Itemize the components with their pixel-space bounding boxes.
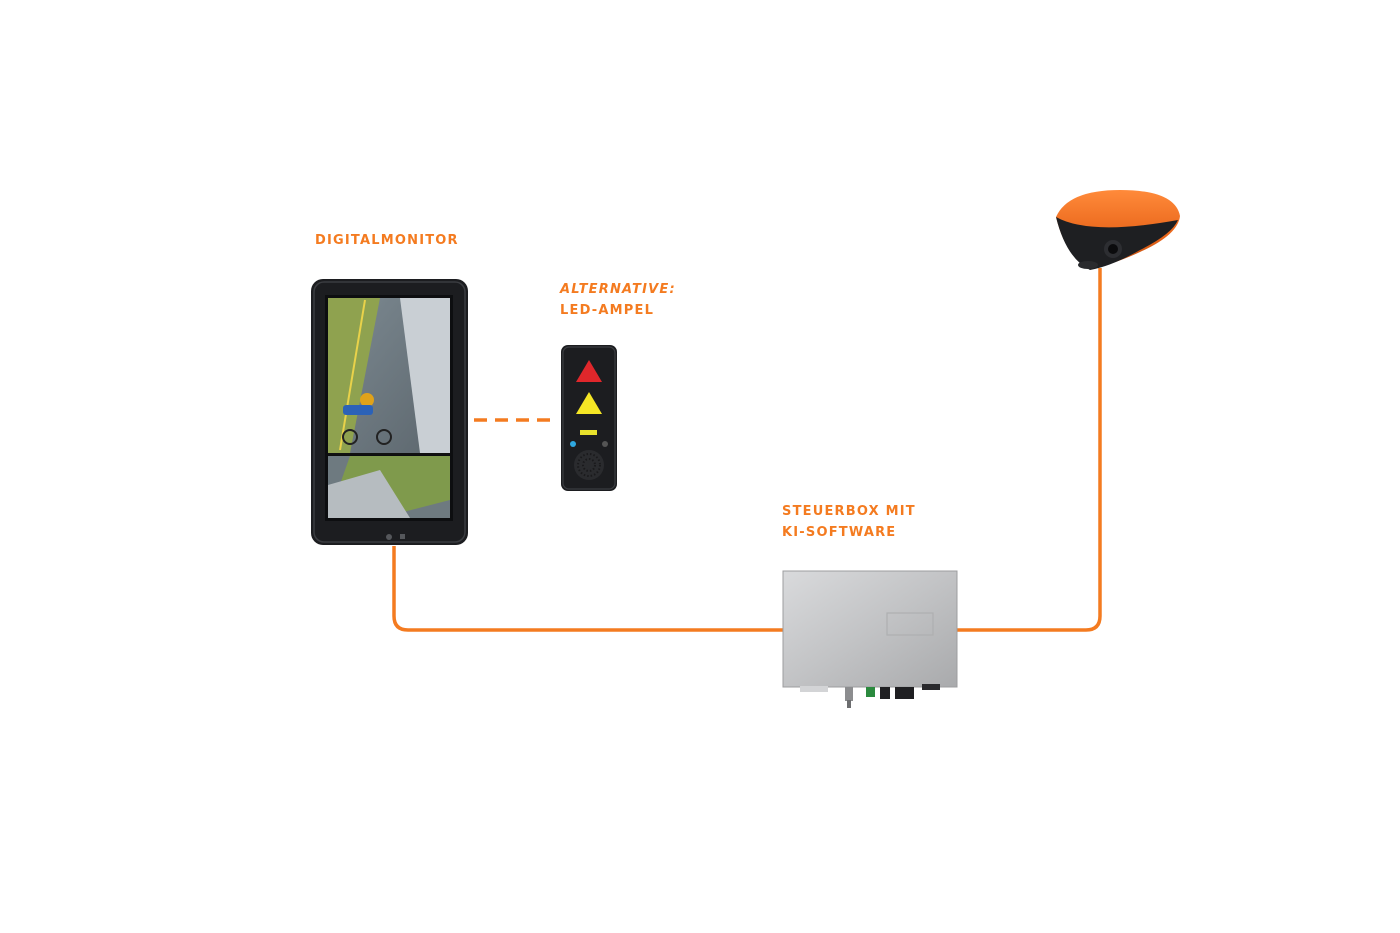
cable-monitor-to-controlbox [392, 546, 783, 632]
led-traffic-light-icon [561, 345, 617, 491]
label-alternative: ALTERNATIVE: [560, 282, 676, 297]
control-box-icon [782, 570, 958, 708]
label-digitalmonitor: DIGITALMONITOR [315, 233, 459, 248]
label-steuerbox-line1: STEUERBOX MIT [782, 504, 916, 519]
label-led-ampel: LED-AMPEL [560, 303, 655, 318]
tablet-monitor-icon [311, 279, 468, 545]
dome-camera-icon [1056, 190, 1180, 270]
cable-controlbox-to-camera [957, 268, 1102, 632]
label-steuerbox-line2: KI-SOFTWARE [782, 525, 897, 540]
